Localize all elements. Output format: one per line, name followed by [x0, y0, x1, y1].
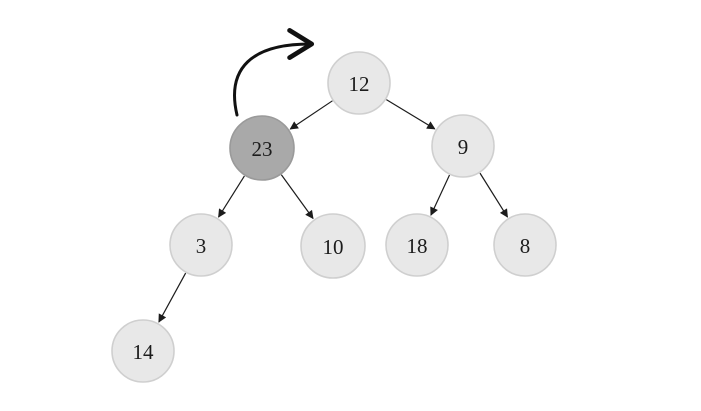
- tree-edge-9-8: [479, 172, 508, 218]
- tree-node-label-23: 23: [252, 137, 273, 161]
- tree-node-label-14: 14: [133, 340, 155, 364]
- tree-node-label-3: 3: [196, 234, 207, 258]
- swap-up-curved-arrow: [233, 28, 315, 117]
- tree-edge-12-23: [289, 100, 333, 130]
- tree-edge-9-18: [430, 174, 451, 216]
- tree-node-circle: [493, 213, 557, 277]
- tree-node-23: 23: [229, 115, 295, 181]
- tree-node-10: 10: [300, 213, 366, 279]
- tree-node-circle: [169, 213, 233, 277]
- tree-node-label-9: 9: [458, 135, 469, 159]
- tree-node-circle: [327, 51, 391, 115]
- tree-node-9: 9: [431, 114, 495, 178]
- tree-node-circle-highlighted: [229, 115, 295, 181]
- tree-edge-12-9: [386, 99, 436, 130]
- tree-node-label-8: 8: [520, 234, 531, 258]
- tree-node-14: 14: [111, 319, 175, 383]
- tree-node-12: 12: [327, 51, 391, 115]
- tree-node-circle: [300, 213, 366, 279]
- tree-node-8: 8: [493, 213, 557, 277]
- tree-edge-23-10: [280, 174, 314, 220]
- tree-edge-23-3: [218, 175, 245, 218]
- tree-node-label-10: 10: [323, 235, 344, 259]
- tree-node-circle: [111, 319, 175, 383]
- tree-node-label-18: 18: [407, 234, 428, 258]
- tree-node-18: 18: [385, 213, 449, 277]
- tree-node-circle: [431, 114, 495, 178]
- tree-node-circle: [385, 213, 449, 277]
- tree-node-3: 3: [169, 213, 233, 277]
- tree-node-label-12: 12: [349, 72, 370, 96]
- tree-edge-3-14: [158, 272, 187, 323]
